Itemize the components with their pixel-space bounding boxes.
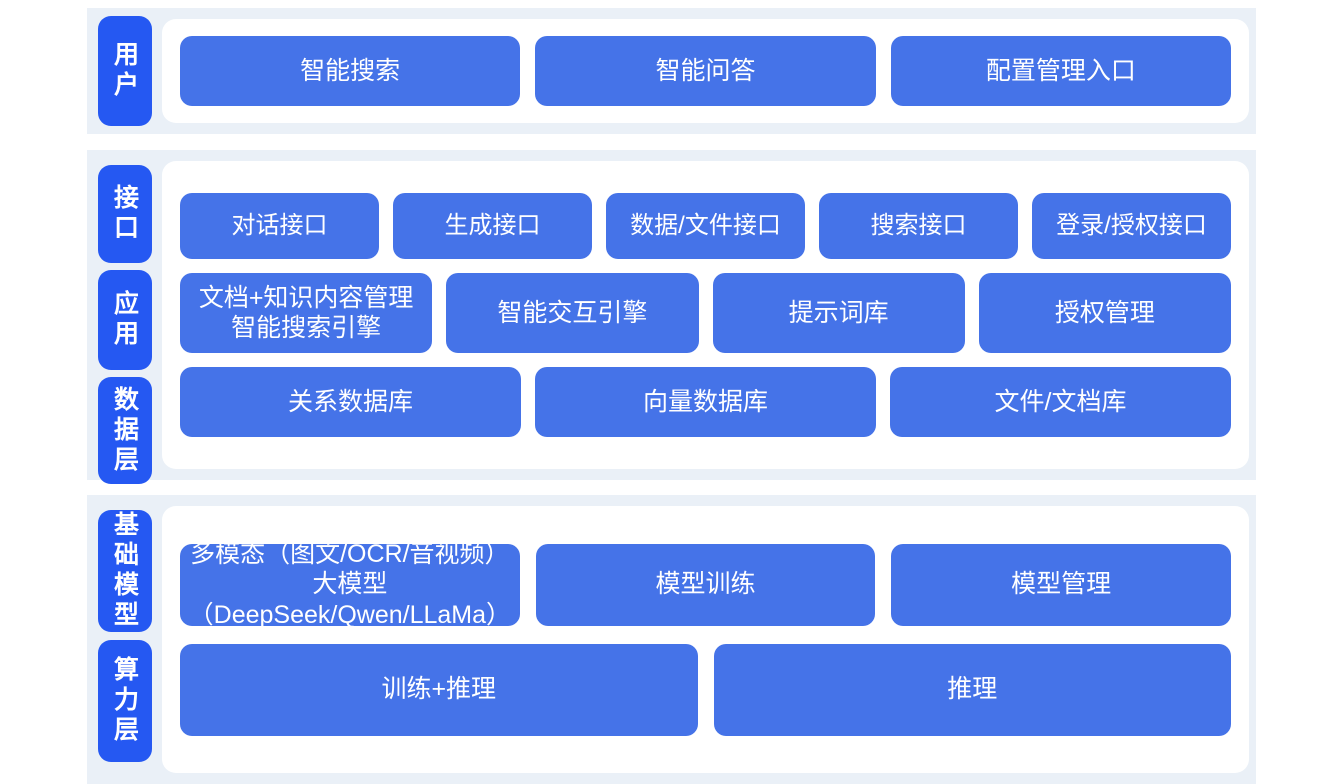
row-compute: 训练+推理 推理 — [162, 643, 1249, 736]
section-infrastructure-card: 多模态（图文/OCR/音视频） 大模型（DeepSeek/Qwen/LLaMa）… — [162, 506, 1249, 773]
box-training-inference[interactable]: 训练+推理 — [180, 643, 698, 736]
section-infrastructure: 基础模型 算力层 多模态（图文/OCR/音视频） 大模型（DeepSeek/Qw… — [87, 495, 1256, 784]
box-data-file-api[interactable]: 数据/文件接口 — [606, 193, 805, 259]
section-infrastructure-tab-column: 基础模型 算力层 — [87, 495, 162, 784]
layer-tab-foundation-model[interactable]: 基础模型 — [97, 510, 152, 632]
tab-wrap-foundation-model: 基础模型 — [87, 510, 162, 632]
box-authorization-management[interactable]: 授权管理 — [978, 273, 1231, 353]
section-user: 用户 智能搜索 智能问答 配置管理入口 — [87, 8, 1256, 134]
box-login-auth-api[interactable]: 登录/授权接口 — [1032, 193, 1231, 259]
layer-tab-interface[interactable]: 接口 — [97, 165, 152, 263]
box-relational-database[interactable]: 关系数据库 — [180, 367, 521, 437]
box-document-knowledge-management-line1: 文档+知识内容管理 — [198, 283, 414, 312]
box-multimodal-large-model[interactable]: 多模态（图文/OCR/音视频） 大模型（DeepSeek/Qwen/LLaMa） — [180, 540, 520, 629]
layer-tab-application[interactable]: 应用 — [97, 270, 152, 370]
section-application-tab-column: 接口 应用 数据层 — [87, 150, 162, 484]
box-multimodal-large-model-line2: 大模型（DeepSeek/Qwen/LLaMa） — [188, 570, 512, 629]
box-search-api[interactable]: 搜索接口 — [819, 193, 1018, 259]
section-user-tab-column: 用户 — [87, 8, 162, 134]
tab-wrap-data: 数据层 — [87, 377, 162, 484]
section-application: 接口 应用 数据层 对话接口 生成接口 数据/文件接口 搜索接口 登录/授权接口… — [87, 150, 1256, 484]
box-generation-api[interactable]: 生成接口 — [393, 193, 592, 259]
box-multimodal-large-model-line1: 多模态（图文/OCR/音视频） — [190, 539, 510, 568]
tab-wrap-interface: 接口 — [87, 165, 162, 263]
box-model-management[interactable]: 模型管理 — [891, 543, 1232, 626]
box-dialog-api[interactable]: 对话接口 — [180, 193, 379, 259]
box-model-training[interactable]: 模型训练 — [535, 543, 876, 626]
row-model: 多模态（图文/OCR/音视频） 大模型（DeepSeek/Qwen/LLaMa）… — [162, 540, 1249, 629]
box-document-knowledge-management-line2: 智能搜索引擎 — [231, 314, 382, 342]
layer-tab-data[interactable]: 数据层 — [97, 377, 152, 484]
row-data: 关系数据库 向量数据库 文件/文档库 — [162, 367, 1249, 437]
box-smart-qa[interactable]: 智能问答 — [535, 36, 876, 106]
box-smart-interaction-engine[interactable]: 智能交互引擎 — [446, 273, 699, 353]
box-file-document-store[interactable]: 文件/文档库 — [890, 367, 1231, 437]
box-inference[interactable]: 推理 — [713, 643, 1231, 736]
tab-wrap-application: 应用 — [87, 270, 162, 370]
tab-wrap-user: 用户 — [87, 16, 162, 126]
row-application: 文档+知识内容管理 智能搜索引擎 智能交互引擎 提示词库 授权管理 — [162, 273, 1249, 353]
section-application-card: 对话接口 生成接口 数据/文件接口 搜索接口 登录/授权接口 文档+知识内容管理… — [162, 161, 1249, 469]
layer-tab-compute[interactable]: 算力层 — [97, 640, 152, 762]
layer-tab-user[interactable]: 用户 — [97, 16, 152, 126]
box-smart-search[interactable]: 智能搜索 — [180, 36, 521, 106]
tab-wrap-compute: 算力层 — [87, 640, 162, 762]
box-config-management-entry[interactable]: 配置管理入口 — [890, 36, 1231, 106]
box-document-knowledge-management[interactable]: 文档+知识内容管理 智能搜索引擎 — [180, 273, 433, 353]
row-interface: 对话接口 生成接口 数据/文件接口 搜索接口 登录/授权接口 — [162, 193, 1249, 259]
row-user-entries: 智能搜索 智能问答 配置管理入口 — [162, 19, 1249, 123]
box-vector-database[interactable]: 向量数据库 — [535, 367, 876, 437]
section-user-card: 智能搜索 智能问答 配置管理入口 — [162, 19, 1249, 123]
box-prompt-library[interactable]: 提示词库 — [712, 273, 965, 353]
